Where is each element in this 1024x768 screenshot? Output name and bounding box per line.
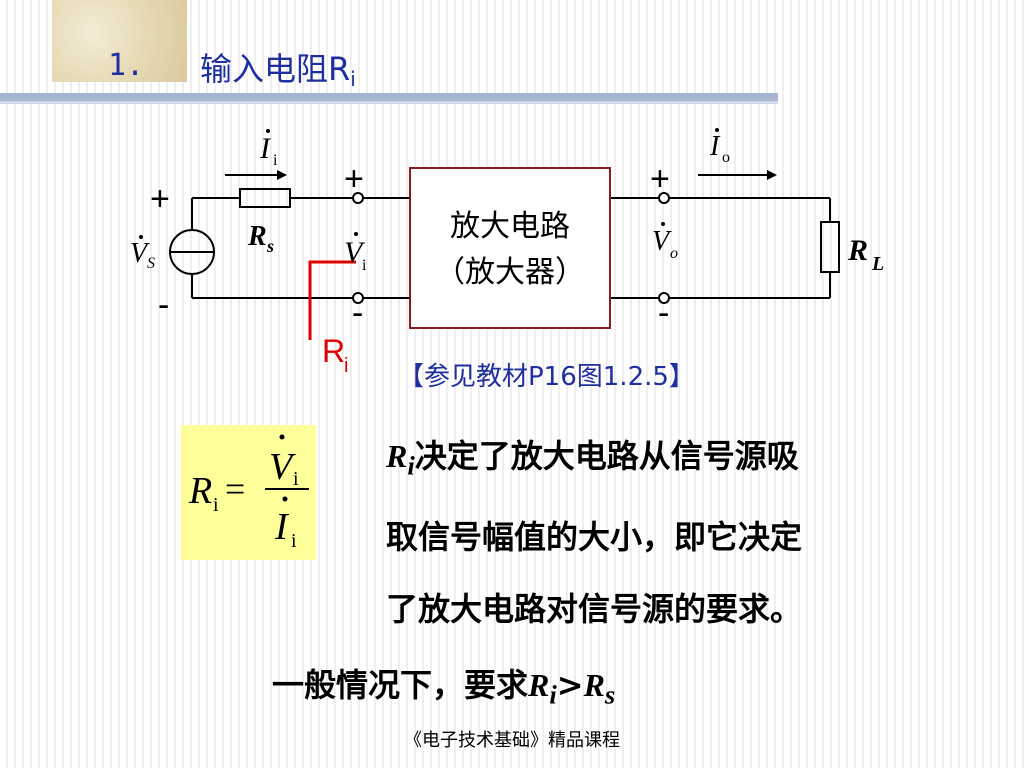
resistor-rl [820,221,840,273]
input-voltage-sub: i [362,257,367,274]
phasor-dot [715,128,719,132]
ri-description: Ri决定了放大电路从信号源吸 取信号幅值的大小，即它决定 了放大电路对信号源的要… [386,420,946,645]
source-plus-sign: + [150,180,170,218]
output-current-sub: o [722,149,730,166]
source-voltage-sub: S [147,255,155,272]
phasor-dot [661,222,665,226]
ri-formula-box: R i = V i I i [181,425,316,560]
source-voltage-label: V [130,238,150,269]
output-minus-sign: - [658,294,669,332]
amplifier-title: 放大电路 [450,209,570,244]
input-terminal-top [352,192,364,204]
formula-lhs-sub: i [213,494,219,516]
slide-title: 输入电阻Ri [200,44,356,91]
formula-numerator-sub: i [293,468,299,490]
title-underline-bar-light [0,101,778,104]
ri-marker-sub: i [344,355,348,377]
ri-marker-line [308,260,356,340]
phasor-dot [354,232,358,236]
rs-label: R [247,221,267,252]
formula-denominator-sub: i [291,530,297,552]
phasor-dot [139,235,143,239]
input-terminal-bottom [352,292,364,304]
general-condition: 一般情况下，要求Ri>Rs [272,660,615,710]
slide-title-sub: i [350,67,356,91]
description-ri: R [386,438,408,474]
formula-denominator: I [274,506,290,548]
description-line-3: 了放大电路对信号源的要求。 [386,590,803,629]
condition-ri: R [528,667,550,703]
output-terminal-top [658,192,670,204]
amplifier-subtitle: （放大器） [435,255,585,290]
source-minus-sign: - [158,286,169,324]
ri-formula: R i = V i I i [188,434,309,552]
phasor-dot [266,129,270,133]
section-number: 1. [108,48,145,83]
output-plus-sign: + [650,160,670,198]
condition-prefix: 一般情况下，要求 [272,666,529,704]
description-line-1: 决定了放大电路从信号源吸 [414,437,799,475]
ri-marker-label: R [322,333,345,369]
condition-operator: > [556,666,584,704]
amplifier-block [409,167,611,329]
output-terminal-bottom [658,292,670,304]
rl-sub: L [871,253,884,275]
description-ri-sub: i [407,450,415,481]
rl-label: R [847,234,868,267]
formula-equals: = [225,469,245,509]
input-current-label: I [259,132,272,165]
textbook-reference: 【参见教材P16图1.2.5】 [398,362,695,392]
input-minus-sign: - [352,294,363,332]
slide-title-text: 输入电阻R [200,50,351,88]
rs-sub: s [266,236,274,256]
output-voltage-label: V [652,226,672,257]
decorative-corner-tile [52,0,187,82]
arrowhead-io [767,170,777,180]
condition-rs-sub: s [604,679,616,710]
condition-rs: R [583,667,605,703]
input-plus-sign: + [344,160,364,198]
phasor-dot [282,496,288,502]
input-voltage-label: V [344,236,366,269]
condition-ri-sub: i [549,679,557,710]
resistor-rs [239,188,291,208]
output-voltage-sub: o [670,245,678,262]
output-current-label: I [709,131,721,162]
arrowhead-ii [277,170,287,180]
formula-numerator: V [269,446,296,488]
title-underline-bar [0,93,778,101]
formula-lhs: R [188,470,212,512]
phasor-dot [279,434,285,440]
description-line-2: 取信号幅值的大小，即它决定 [386,518,803,557]
description-line: Ri决定了放大电路从信号源吸 [386,420,946,501]
input-current-sub: i [273,152,278,169]
course-footer: 《电子技术基础》精品课程 [404,730,620,751]
